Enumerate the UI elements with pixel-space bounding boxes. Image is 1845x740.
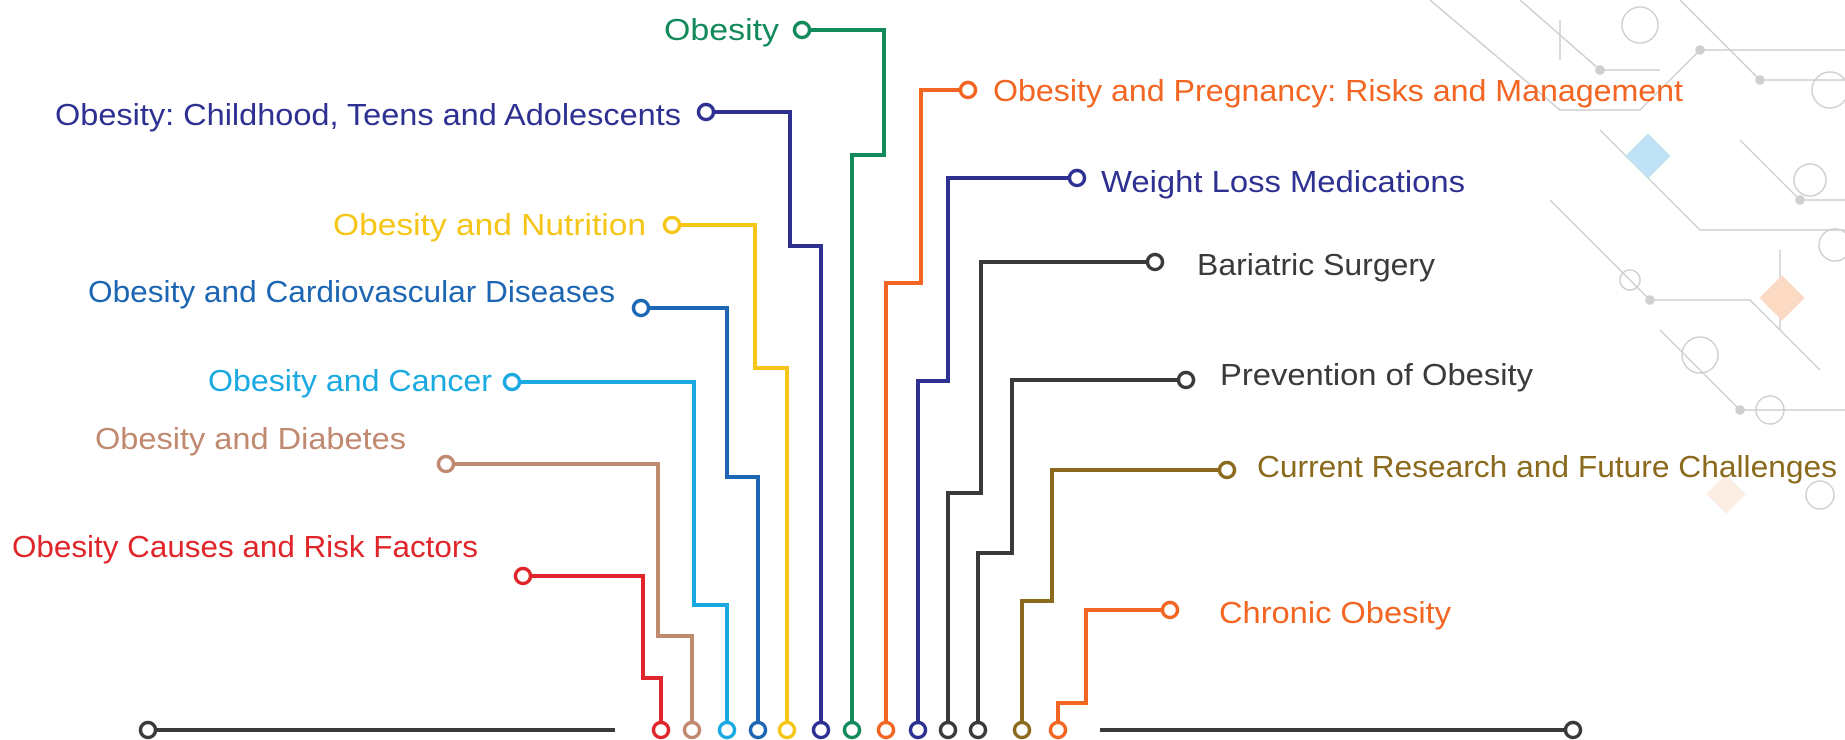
decor-ring <box>1619 269 1641 291</box>
connector-line <box>916 176 1077 722</box>
topic-label-current-research-and-future-challenges: Current Research and Future Challenges <box>1257 449 1837 484</box>
topic-label-obesity-and-cancer: Obesity and Cancer <box>208 363 492 398</box>
branch-obesity-and-cardiovascular-diseases <box>631 298 768 740</box>
branch-prevention-of-obesity <box>968 370 1196 740</box>
label-node <box>436 454 456 474</box>
base-node <box>876 720 896 740</box>
topic-label-obesity-childhood-teens-and-adolescents: Obesity: Childhood, Teens and Adolescent… <box>55 97 681 132</box>
base-node <box>777 720 797 740</box>
label-node <box>1067 168 1087 188</box>
connector-line <box>523 574 663 722</box>
label-node <box>631 298 651 318</box>
branch-bariatric-surgery <box>938 252 1165 740</box>
base-node <box>1012 720 1032 740</box>
decor-dot <box>1735 405 1745 415</box>
topic-label-obesity-and-nutrition: Obesity and Nutrition <box>333 207 646 242</box>
label-node <box>958 80 978 100</box>
decor-ring <box>1793 163 1827 197</box>
decor-diamond-orange <box>1759 275 1805 321</box>
branch-weight-loss-medications <box>908 168 1087 740</box>
branch-obesity-childhood-teens-and-adolescents <box>696 102 831 740</box>
connector-line <box>802 28 886 722</box>
decor-line <box>1679 0 1845 81</box>
label-node <box>1160 600 1180 620</box>
topic-label-prevention-of-obesity: Prevention of Obesity <box>1220 357 1534 392</box>
connector-line <box>706 110 823 722</box>
decor-ring <box>1755 395 1785 425</box>
topic-label-obesity: Obesity <box>664 12 780 47</box>
decor-diamond-blue <box>1625 133 1671 179</box>
topic-branches <box>436 20 1237 740</box>
label-node <box>1176 370 1196 390</box>
base-node <box>748 720 768 740</box>
decor-line <box>1549 199 1821 371</box>
topic-label-obesity-and-pregnancy: Obesity and Pregnancy: Risks and Managem… <box>993 73 1683 108</box>
branch-obesity-and-diabetes <box>436 454 702 740</box>
base-node <box>938 720 958 740</box>
decor-line <box>1739 139 1845 201</box>
label-node <box>1217 460 1237 480</box>
decor-dot <box>1755 75 1765 85</box>
label-node <box>1145 252 1165 272</box>
decor-ring <box>1818 228 1845 262</box>
topic-label-obesity-and-diabetes: Obesity and Diabetes <box>95 421 406 456</box>
connector-line <box>512 380 729 722</box>
baseline-right <box>1100 720 1583 740</box>
topic-label-obesity-and-cardiovascular-diseases: Obesity and Cardiovascular Diseases <box>88 274 615 309</box>
decor-line <box>1429 0 1845 111</box>
topic-label-obesity-causes-and-risk-factors: Obesity Causes and Risk Factors <box>12 529 478 564</box>
base-node <box>811 720 831 740</box>
baseline-right-node <box>1563 720 1583 740</box>
connector-line <box>976 378 1186 722</box>
decor-ring <box>1805 480 1835 510</box>
connector-line <box>1056 608 1170 722</box>
connector-line <box>884 88 968 722</box>
connector-line <box>1020 468 1227 722</box>
branch-obesity-and-pregnancy <box>876 80 978 740</box>
label-node <box>662 215 682 235</box>
baseline-left-node <box>138 720 158 740</box>
baseline-left <box>138 720 615 740</box>
base-node <box>1048 720 1068 740</box>
label-node <box>513 566 533 586</box>
decor-dot <box>1795 195 1805 205</box>
connector-line <box>672 223 789 722</box>
decor-dot <box>1695 45 1705 55</box>
base-node <box>968 720 988 740</box>
base-node <box>908 720 928 740</box>
branch-obesity-and-nutrition <box>662 215 797 740</box>
decor-dot <box>1645 295 1655 305</box>
branch-current-research-and-future-challenges <box>1012 460 1237 740</box>
decor-ring <box>1681 336 1719 374</box>
topic-label-chronic-obesity: Chronic Obesity <box>1219 595 1452 630</box>
connector-line <box>641 306 760 722</box>
base-node <box>651 720 671 740</box>
branch-obesity-and-cancer <box>502 372 737 740</box>
topic-labels: Obesity Causes and Risk Factors Obesity … <box>12 12 1837 630</box>
branch-obesity-causes-and-risk-factors <box>513 566 671 740</box>
connector-line <box>446 462 694 722</box>
label-node <box>792 20 812 40</box>
decor-dot <box>1595 65 1605 75</box>
decor-ring <box>1811 71 1845 109</box>
label-node <box>696 102 716 122</box>
label-node <box>502 372 522 392</box>
branch-chronic-obesity <box>1048 600 1180 740</box>
connector-line <box>946 260 1155 722</box>
branch-obesity <box>792 20 886 740</box>
base-node <box>717 720 737 740</box>
topic-label-bariatric-surgery: Bariatric Surgery <box>1197 247 1436 282</box>
base-node <box>682 720 702 740</box>
decor-ring <box>1621 6 1659 44</box>
base-node <box>842 720 862 740</box>
topic-label-weight-loss-medications: Weight Loss Medications <box>1101 164 1465 199</box>
decor-line <box>1519 0 1660 71</box>
